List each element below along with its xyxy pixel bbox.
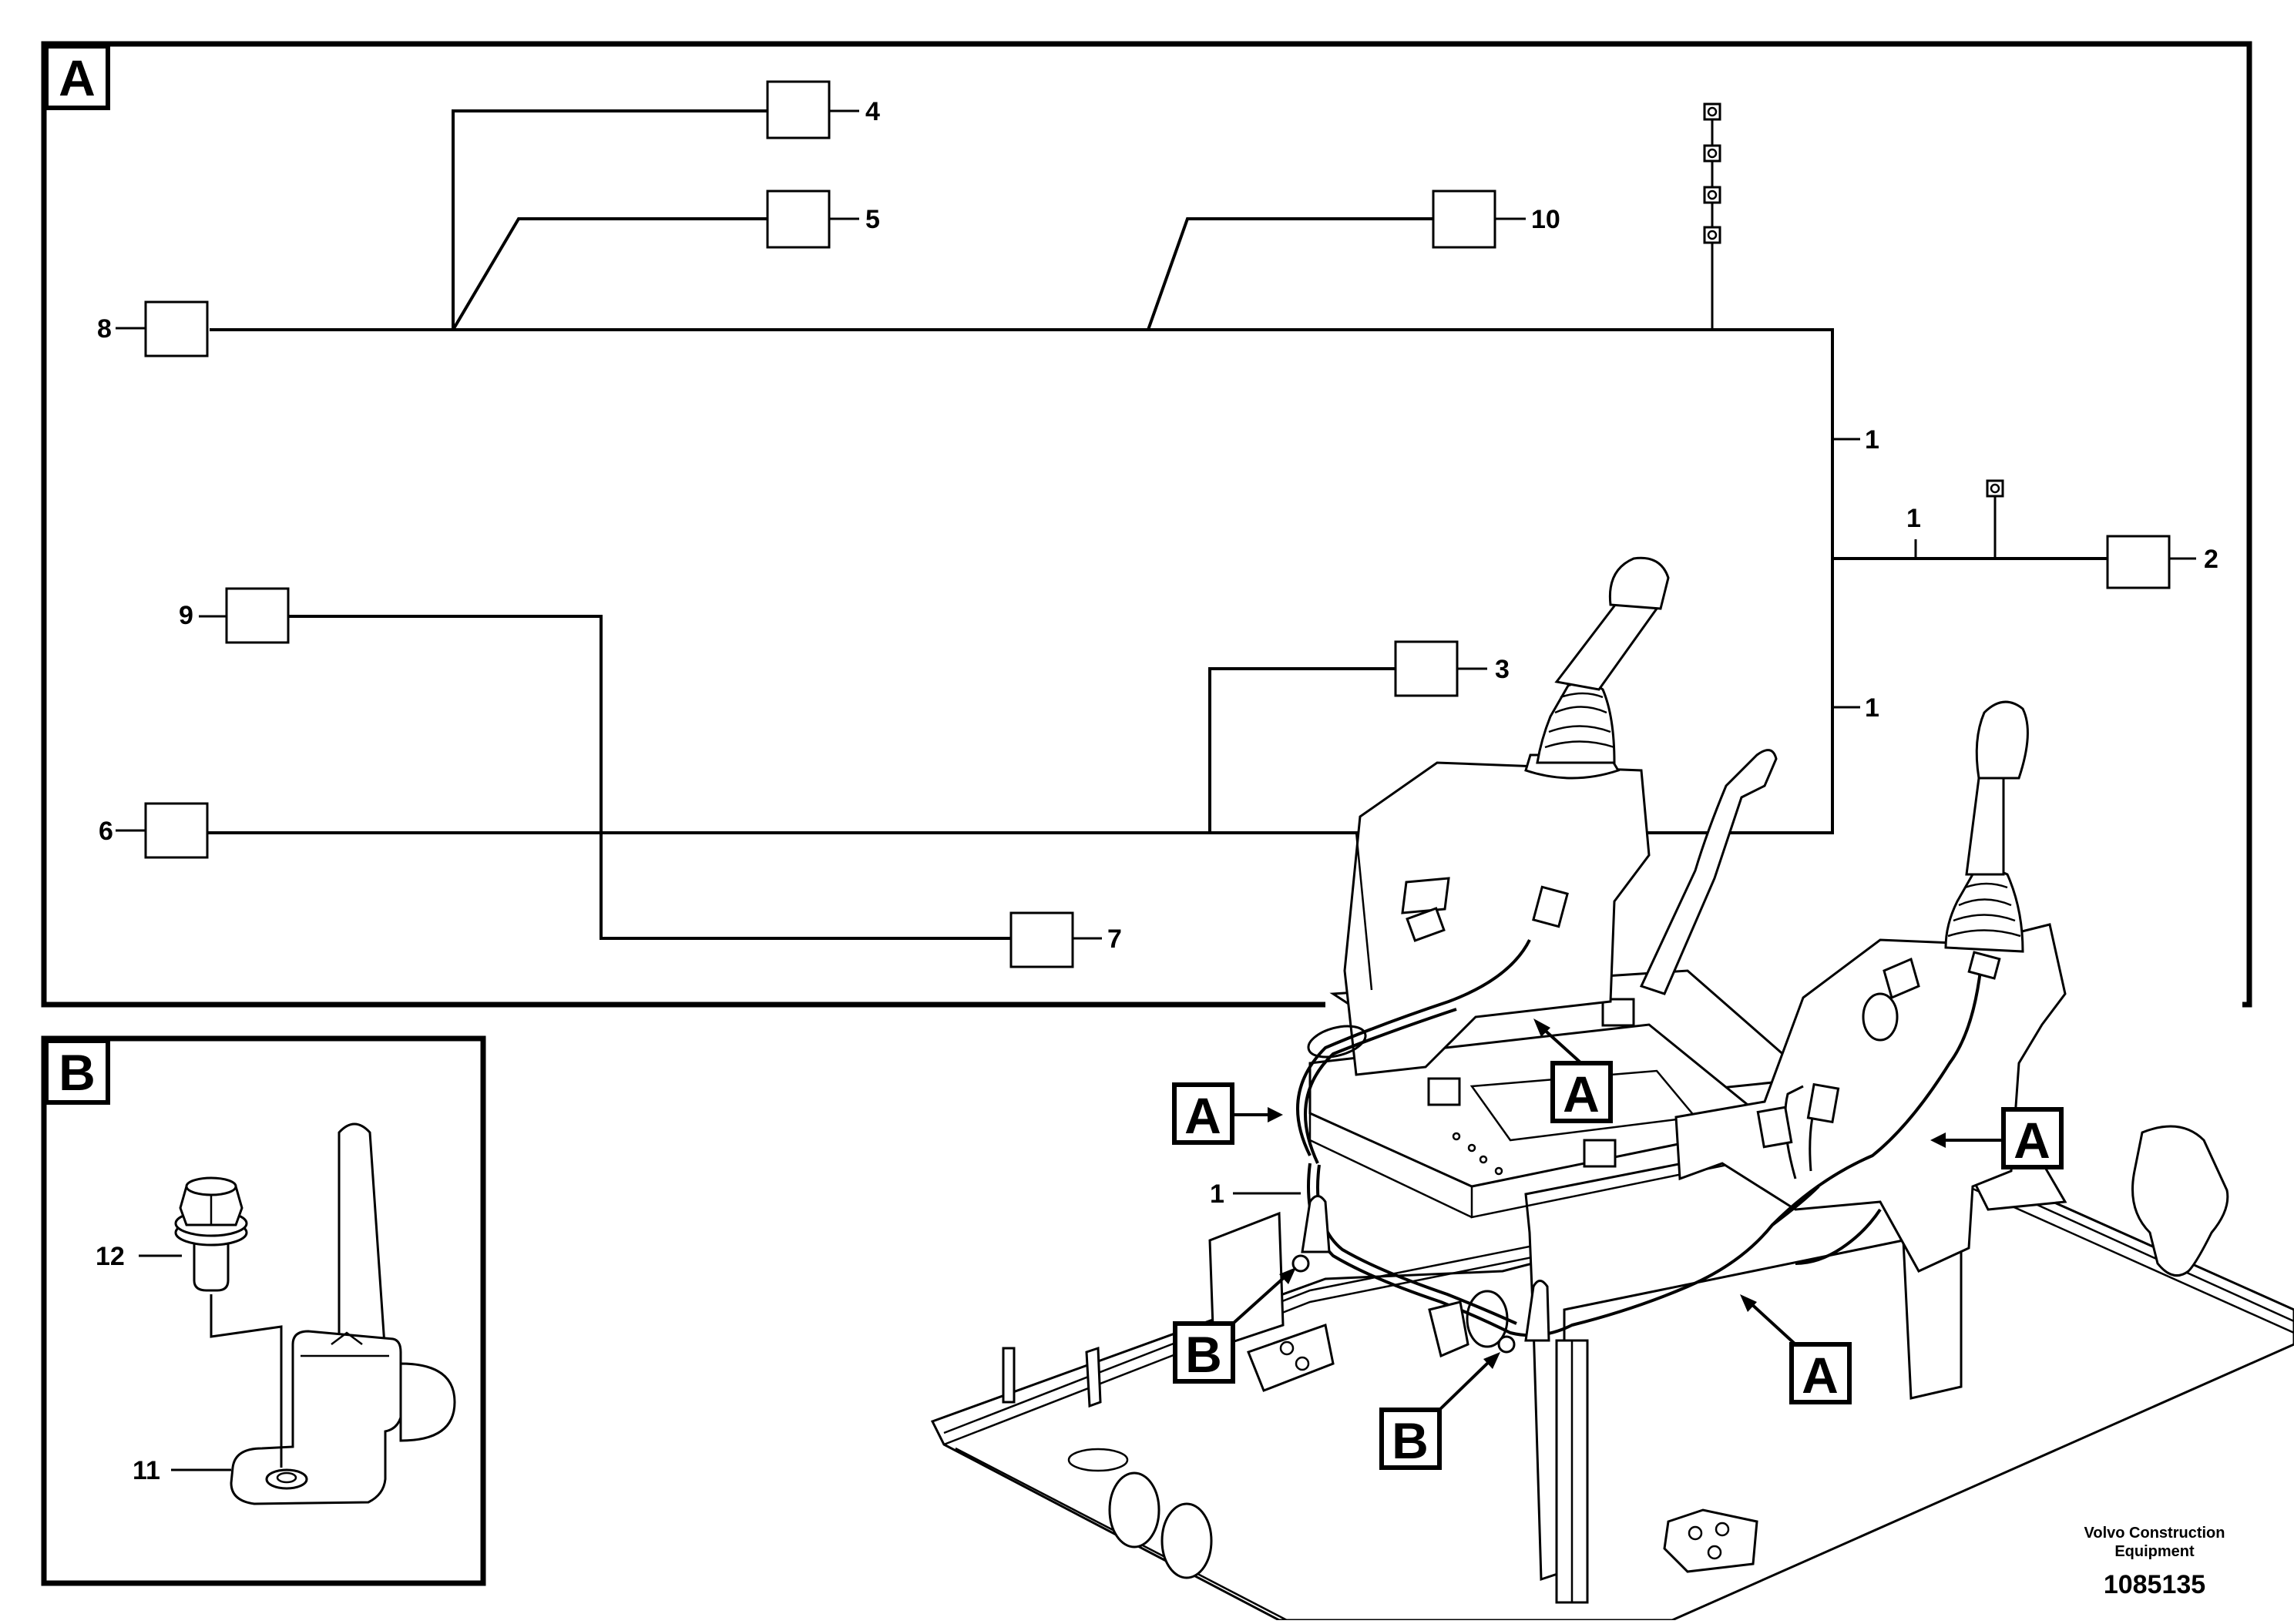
panel-b-tag: B: [59, 1044, 96, 1101]
leader-lines: [116, 109, 2196, 940]
harness-trunk: [207, 108, 2108, 940]
panel-a: A: [41, 41, 2252, 1008]
operator-controls-assembly: A A A A B B: [930, 556, 2294, 1622]
svg-text:A: A: [1802, 1347, 1839, 1404]
panel-a-tag-box: [44, 44, 110, 110]
item-2-label: 2: [2204, 545, 2218, 574]
callout-a-center: [1550, 1061, 1613, 1123]
item-8-label: 8: [97, 314, 112, 344]
item-1-label-lower: 1: [1865, 693, 1879, 723]
pigtail-connectors: [1703, 102, 2004, 498]
callout-b-left: [1173, 1321, 1235, 1384]
panel-b-frame: [41, 1035, 486, 1586]
tie-bracket: [230, 1122, 456, 1505]
brand-line-1: Volvo Construction: [2084, 1525, 2225, 1542]
callout-b-lower: [1379, 1408, 1442, 1470]
connector-2: [2106, 535, 2171, 589]
assembly-callouts: A A A A B B: [1172, 1018, 2064, 1470]
assembly-harness: [1291, 885, 2001, 1358]
callout-a-left: [1172, 1082, 1234, 1145]
item-10-label: 10: [1531, 205, 1560, 234]
panel-b-tag-box: [44, 1038, 110, 1105]
item-12-label: 12: [96, 1242, 125, 1271]
svg-text:A: A: [1563, 1065, 1600, 1122]
left-control-console: [1343, 556, 1778, 1076]
item-1-label-middle: 1: [1906, 504, 1921, 533]
svg-text:B: B: [1392, 1412, 1429, 1469]
bolt-alignment-line: [210, 1294, 283, 1468]
panel-b: B 12 11: [41, 1035, 486, 1586]
assembly-item-1-label: 1: [1210, 1179, 1224, 1209]
callout-a-lower: [1789, 1342, 1852, 1404]
connector-7: [1009, 911, 1074, 968]
brand-line-2: Equipment: [2114, 1543, 2195, 1560]
item-6-label: 6: [99, 817, 113, 846]
footer: Volvo Construction Equipment 1085135: [2084, 1525, 2225, 1599]
connector-9: [225, 587, 290, 644]
item-11-label: 11: [133, 1456, 160, 1485]
item-9-label: 9: [179, 601, 193, 630]
panel-a-frame: [41, 41, 2252, 1008]
item-5-label: 5: [865, 205, 880, 234]
item-3-label: 3: [1495, 655, 1510, 684]
flange-bolt: [174, 1176, 248, 1292]
connector-8: [144, 300, 209, 357]
connector-6: [144, 802, 209, 859]
item-7-label: 7: [1107, 924, 1122, 954]
callout-a-right: [2001, 1107, 2064, 1169]
panel-a-tag: A: [59, 49, 96, 106]
connector-4: [766, 80, 831, 139]
item-4-label: 4: [865, 97, 880, 126]
item-1-label-upper: 1: [1865, 425, 1879, 455]
connector-10: [1432, 190, 1496, 249]
svg-text:A: A: [2014, 1112, 2050, 1169]
document-number: 1085135: [2104, 1570, 2205, 1599]
right-control-console: [1674, 700, 2067, 1273]
connector-3: [1394, 640, 1459, 697]
svg-text:A: A: [1184, 1087, 1221, 1144]
svg-text:B: B: [1185, 1326, 1222, 1383]
connector-5: [766, 190, 831, 249]
